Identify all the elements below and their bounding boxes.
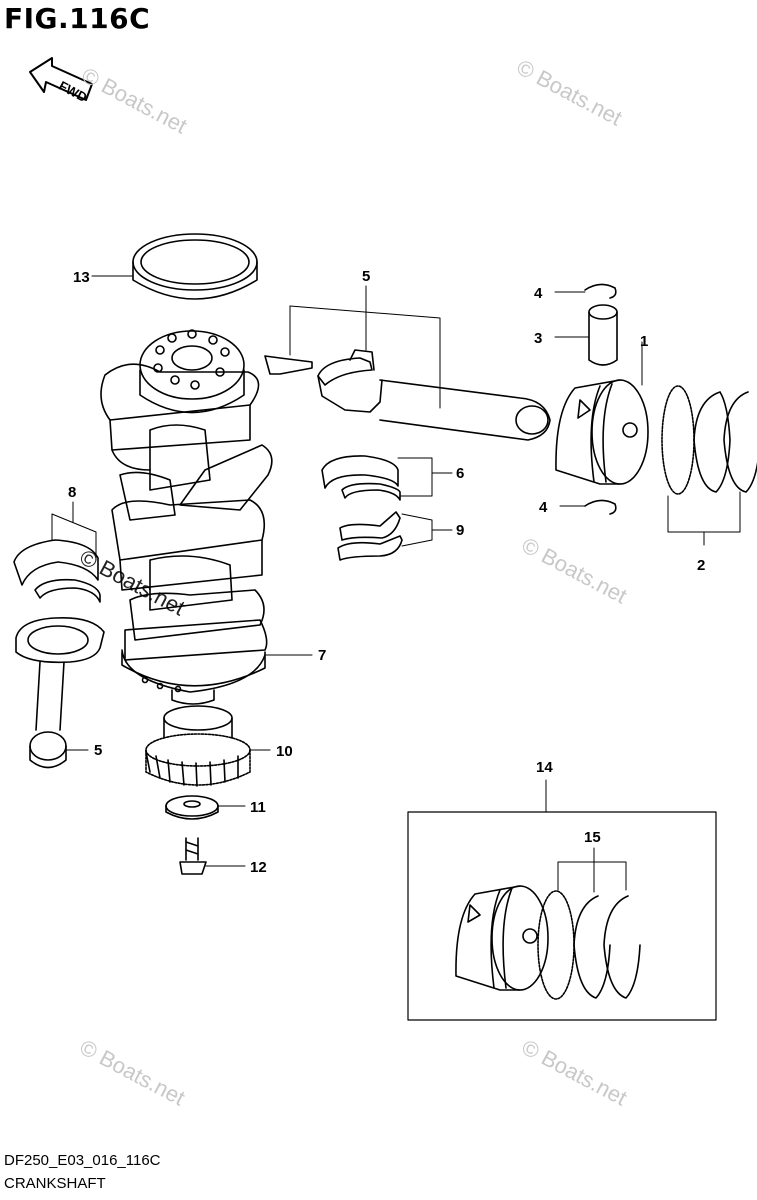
callout-labels: 1 2 3 4 4 5 5 6 7 8 9 10 11 12 13 14 15 xyxy=(68,268,705,876)
part-13-oil-seal xyxy=(91,233,258,300)
part-9-thrust-bearings xyxy=(337,511,453,561)
callout-5a: 5 xyxy=(362,268,370,285)
part-12-bolt xyxy=(179,837,246,875)
figure-name: CRANKSHAFT xyxy=(4,1175,106,1192)
figure-code: DF250_E03_016_116C xyxy=(4,1152,161,1169)
figure-title: FIG.116C xyxy=(4,2,151,35)
part-11-washer xyxy=(165,795,246,820)
callout-11: 11 xyxy=(250,799,266,816)
watermark-1: © Boats.net xyxy=(78,62,192,138)
part-10-gear xyxy=(145,705,271,787)
watermark-6: © Boats.net xyxy=(518,1034,632,1110)
callout-10: 10 xyxy=(276,743,293,760)
callout-12: 12 xyxy=(250,859,267,876)
part-5-connecting-rod-upper xyxy=(264,285,551,441)
watermark-5: © Boats.net xyxy=(76,1034,190,1110)
callout-2: 2 xyxy=(697,557,705,574)
part-4-circlips xyxy=(554,283,617,515)
part-2-piston-rings xyxy=(661,385,757,546)
part-7-crankshaft xyxy=(100,329,313,705)
callout-7: 7 xyxy=(318,647,326,664)
callout-1: 1 xyxy=(640,333,648,350)
part-5-connecting-rod-lower xyxy=(15,616,105,769)
part-1-piston xyxy=(555,341,649,485)
callout-15: 15 xyxy=(584,829,601,846)
callout-13: 13 xyxy=(73,269,90,286)
callout-5b: 5 xyxy=(94,742,102,759)
callout-4a: 4 xyxy=(534,285,543,302)
part-3-piston-pin xyxy=(554,304,618,366)
part-8-bearing xyxy=(13,501,101,603)
callout-14: 14 xyxy=(536,759,553,776)
callout-3: 3 xyxy=(534,330,542,347)
part-6-bearings xyxy=(321,455,453,501)
callout-4b: 4 xyxy=(539,499,548,516)
watermark-2: © Boats.net xyxy=(513,54,627,130)
watermark-3: © Boats.net xyxy=(518,532,632,608)
callout-8: 8 xyxy=(68,484,76,501)
callout-9: 9 xyxy=(456,522,464,539)
callout-6: 6 xyxy=(456,465,464,482)
fwd-arrow-icon: FWD xyxy=(29,57,93,105)
watermarks: © Boats.net © Boats.net © Boats.net © Bo… xyxy=(76,54,632,1110)
part-14-15-piston-set-box xyxy=(407,779,717,1021)
